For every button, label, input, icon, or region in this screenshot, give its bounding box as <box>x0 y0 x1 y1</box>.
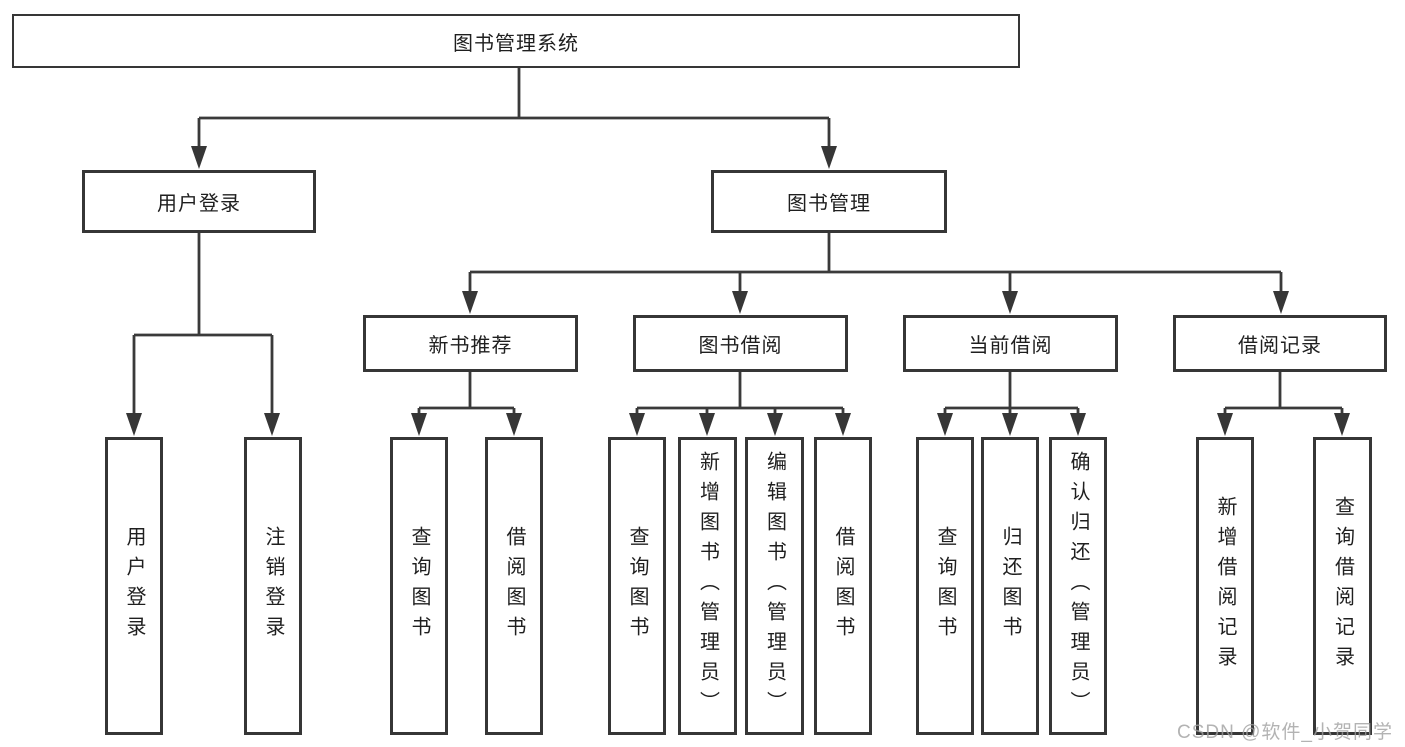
arrowhead <box>732 291 748 314</box>
arrowhead <box>1002 413 1018 436</box>
node-leaf-add-borrow-record: 新增借阅记录 <box>1196 437 1254 735</box>
connector-user-login-children <box>132 233 274 416</box>
node-label: 新书推荐 <box>428 335 513 357</box>
arrowhead <box>191 146 207 169</box>
node-leaf-logout: 注销登录 <box>244 437 302 735</box>
node-leaf-borrow-books-recommend: 借阅图书 <box>485 437 543 735</box>
arrowhead <box>1273 291 1289 314</box>
node-leaf-query-books-borrowing: 查询图书 <box>608 437 666 735</box>
arrowhead <box>411 413 427 436</box>
arrowhead <box>629 413 645 436</box>
node-label: 查询图书 <box>626 526 648 646</box>
node-leaf-return-books: 归还图书 <box>981 437 1039 735</box>
node-user-login-group: 用户登录 <box>82 170 316 233</box>
node-leaf-user-login: 用户登录 <box>105 437 163 735</box>
arrowhead <box>506 413 522 436</box>
node-label: 确认归还（管理员） <box>1067 451 1089 721</box>
csdn-watermark: CSDN @软件_小贺同学 <box>1177 722 1393 743</box>
arrowhead <box>937 413 953 436</box>
node-label: 新增借阅记录 <box>1214 496 1236 676</box>
node-label: 新增图书（管理员） <box>696 451 719 721</box>
arrowhead <box>462 291 478 314</box>
node-borrowing-records: 借阅记录 <box>1173 315 1387 372</box>
node-label: 归还图书 <box>999 526 1021 646</box>
node-leaf-query-books-current: 查询图书 <box>916 437 974 735</box>
node-library-management-system: 图书管理系统 <box>12 14 1020 68</box>
node-new-book-recommend: 新书推荐 <box>363 315 578 372</box>
arrowhead <box>1334 413 1350 436</box>
connector-borrowing-records-children <box>1223 372 1344 416</box>
node-label: 当前借阅 <box>968 335 1053 357</box>
node-label: 借阅记录 <box>1238 335 1322 357</box>
node-label: 图书管理 <box>787 193 871 215</box>
arrowhead <box>1217 413 1233 436</box>
node-label: 图书借阅 <box>698 335 783 357</box>
connector-root-to-level2 <box>197 68 831 150</box>
node-label: 查询图书 <box>408 526 430 646</box>
node-book-management: 图书管理 <box>711 170 947 233</box>
arrowhead <box>1002 291 1018 314</box>
node-leaf-query-books-recommend: 查询图书 <box>390 437 448 735</box>
node-book-borrowing: 图书借阅 <box>633 315 848 372</box>
arrowhead <box>126 413 142 436</box>
node-label: 查询借阅记录 <box>1331 496 1354 676</box>
connector-book-borrowing-children <box>635 372 845 416</box>
connector-current-borrowing-children <box>943 372 1080 416</box>
node-label: 编辑图书（管理员） <box>763 451 786 721</box>
node-label: 借阅图书 <box>832 526 854 646</box>
node-leaf-query-borrow-record: 查询借阅记录 <box>1313 437 1372 735</box>
node-leaf-edit-books-admin: 编辑图书（管理员） <box>745 437 804 735</box>
node-leaf-borrow-books: 借阅图书 <box>814 437 872 735</box>
arrowhead <box>821 146 837 169</box>
node-label: 借阅图书 <box>503 526 525 646</box>
node-current-borrowing: 当前借阅 <box>903 315 1118 372</box>
connector-book-management-children <box>468 233 1283 294</box>
arrowhead <box>767 413 783 436</box>
node-label: 用户登录 <box>123 526 145 646</box>
node-leaf-add-books-admin: 新增图书（管理员） <box>678 437 737 735</box>
arrowhead <box>1070 413 1086 436</box>
node-label: 查询图书 <box>934 526 956 646</box>
arrowhead <box>835 413 851 436</box>
connector-new-book-recommend-children <box>417 372 516 416</box>
node-label: 图书管理系统 <box>453 32 579 55</box>
arrowhead <box>264 413 280 436</box>
node-label: 用户登录 <box>157 193 241 215</box>
arrowhead <box>699 413 715 436</box>
node-label: 注销登录 <box>262 526 284 646</box>
node-leaf-confirm-return-admin: 确认归还（管理员） <box>1049 437 1107 735</box>
